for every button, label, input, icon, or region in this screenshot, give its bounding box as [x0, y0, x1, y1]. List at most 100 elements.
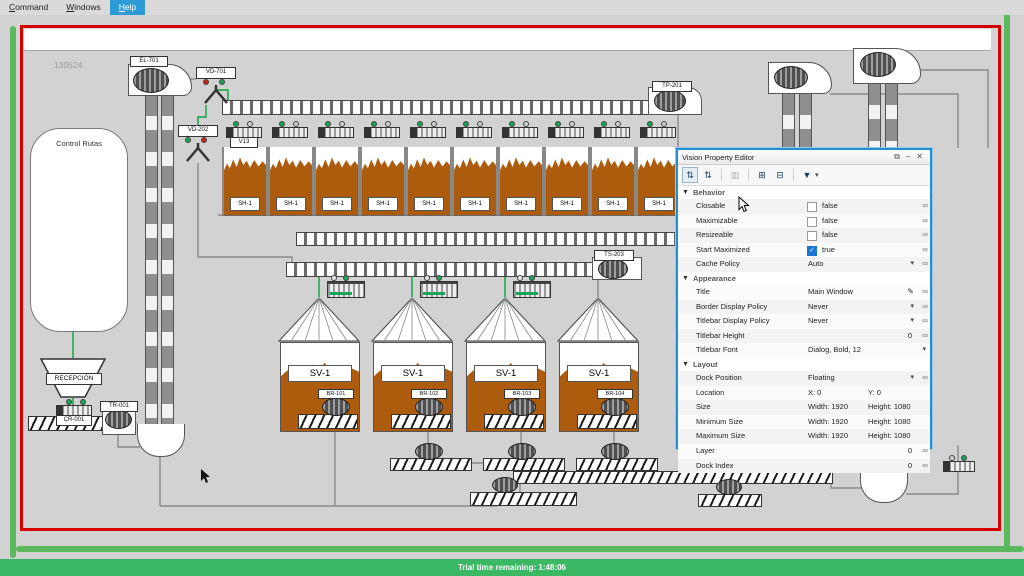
silo-discharge-motor[interactable] — [322, 398, 350, 416]
property-value-x[interactable]: X: 0 — [808, 387, 822, 397]
dropdown-caret-icon[interactable]: ▾ — [910, 373, 914, 381]
property-binding-link-icon[interactable]: ∞ — [922, 316, 928, 326]
property-binding-link-icon[interactable]: ∞ — [922, 330, 928, 340]
dropdown-caret-icon[interactable]: ▾ — [910, 317, 914, 325]
property-value[interactable]: Auto — [808, 259, 824, 269]
property-value-y[interactable]: Y: 0 — [868, 387, 881, 397]
property-binding-link-icon[interactable]: ∞ — [922, 301, 928, 311]
bin-feeder-gate[interactable] — [364, 127, 400, 138]
bin-feeder-gate[interactable] — [410, 127, 446, 138]
mid-conveyor-1[interactable] — [296, 232, 684, 246]
property-binding-link-icon[interactable]: ∞ — [922, 372, 928, 382]
top-conveyor[interactable] — [222, 100, 700, 115]
section-collapse-icon[interactable]: ▼ — [682, 274, 689, 282]
elevator-left-leg[interactable] — [161, 93, 174, 427]
control-rutas-panel[interactable]: Control Rutas — [30, 128, 128, 332]
property-value[interactable]: Floating — [808, 372, 835, 382]
sh-bin[interactable]: SH-1 — [268, 147, 314, 216]
property-checkbox[interactable] — [807, 231, 817, 242]
bin-feeder-gate[interactable] — [318, 127, 354, 138]
cascade-motor[interactable] — [601, 443, 629, 460]
property-binding-link-icon[interactable]: ∞ — [922, 201, 928, 210]
silo-discharge-motor[interactable] — [415, 398, 443, 416]
silo-motor-tag[interactable]: BR-103 — [504, 389, 540, 399]
property-value-y[interactable]: Height: 1080 — [868, 431, 911, 441]
close-icon[interactable]: ✕ — [916, 152, 923, 161]
lower-screw[interactable] — [470, 492, 577, 506]
menu-item-help[interactable]: Help — [109, 0, 146, 15]
property-binding-link-icon[interactable]: ∞ — [922, 259, 928, 269]
diverter-top-valve[interactable] — [201, 84, 231, 105]
top-conveyor-motor-tag[interactable]: TP-201 — [652, 81, 692, 92]
sh-bin[interactable]: SH-1 — [360, 147, 406, 216]
sort-alphabetical-icon[interactable]: ⇅ — [704, 169, 712, 180]
property-binding-link-icon[interactable]: ∞ — [922, 460, 928, 470]
table-view-icon[interactable]: ▥ — [730, 169, 740, 180]
property-value[interactable]: 0 — [907, 445, 912, 455]
bin-feeder-gate[interactable] — [456, 127, 492, 138]
diverter-mid-valve[interactable] — [183, 142, 213, 163]
elevator-right2-motor[interactable] — [860, 52, 896, 77]
cascade-screw[interactable] — [483, 458, 565, 471]
property-binding-link-icon[interactable]: ∞ — [922, 244, 928, 254]
sh-bin[interactable]: SH-1 — [406, 147, 452, 216]
section-header-layout[interactable]: ▼Layout — [678, 357, 930, 371]
top-conveyor-motor[interactable] — [654, 90, 686, 112]
silo-discharge-screw[interactable] — [298, 414, 358, 429]
lower-screw-motor[interactable] — [492, 477, 518, 493]
silo-feeder-gate[interactable] — [327, 281, 365, 298]
sh-bin[interactable]: SH-1 — [544, 147, 590, 216]
sh-bin[interactable]: SH-1 — [222, 147, 268, 216]
elevator-left-motor[interactable] — [133, 68, 169, 93]
bin-feeder-gate[interactable] — [272, 127, 308, 138]
edit-pencil-icon[interactable]: ✎ — [907, 286, 914, 296]
silo-feeder-gate[interactable] — [513, 281, 551, 298]
filter-icon[interactable]: ▼ — [802, 170, 812, 180]
intake-motor[interactable] — [105, 410, 132, 429]
sh-bin[interactable]: SH-1 — [314, 147, 360, 216]
section-header-behavior[interactable]: ▼Behavior — [678, 186, 930, 199]
elevator-right1-motor[interactable] — [774, 66, 808, 89]
sh-bin[interactable]: SH-1 — [452, 147, 498, 216]
diverter-mid-tag[interactable]: VD-202 — [178, 125, 218, 137]
property-value[interactable]: Never — [808, 301, 829, 311]
diverter-top-tag[interactable]: VD-701 — [196, 67, 236, 79]
property-value[interactable]: 0 — [907, 460, 912, 470]
property-value[interactable]: Main Window — [808, 286, 854, 296]
mid-conveyor-motor[interactable] — [598, 259, 628, 279]
cascade-motor[interactable] — [508, 443, 536, 460]
silo-discharge-screw[interactable] — [484, 414, 544, 429]
property-value[interactable]: Never — [808, 316, 829, 326]
section-collapse-icon[interactable]: ▼ — [682, 189, 689, 196]
property-value-x[interactable]: Width: 1920 — [808, 416, 849, 426]
intake-motor-tag[interactable]: TR-001 — [100, 401, 138, 412]
panel-titlebar[interactable]: Vision Property Editor ⧉–✕ — [678, 150, 930, 165]
property-binding-link-icon[interactable]: ∞ — [922, 445, 928, 455]
silo-feeder-gate[interactable] — [420, 281, 458, 298]
silo-tent-roof[interactable] — [277, 296, 361, 342]
filter-caret-icon[interactable]: ▾ — [815, 172, 819, 179]
silo-motor-tag[interactable]: BR-101 — [318, 389, 354, 399]
elevator-left-leg[interactable] — [145, 93, 158, 427]
mid-conveyor-motor-tag[interactable]: TS-203 — [594, 250, 634, 261]
right-feeder[interactable] — [943, 461, 975, 472]
property-value-x[interactable]: Width: 1920 — [808, 402, 849, 412]
sh-bin[interactable]: SH-1 — [498, 147, 544, 216]
silo-tent-roof[interactable] — [556, 296, 640, 342]
silo-tent-roof[interactable] — [463, 296, 547, 342]
elevator-left-boot[interactable] — [137, 424, 185, 457]
property-value-y[interactable]: Height: 1080 — [868, 402, 911, 412]
dropdown-caret-icon[interactable]: ▾ — [910, 260, 914, 268]
menu-item-windows[interactable]: Windows — [66, 2, 101, 12]
sort-categorized-icon[interactable]: ⇅ — [682, 167, 698, 183]
minimize-icon[interactable]: – — [905, 152, 911, 161]
silo-discharge-screw[interactable] — [577, 414, 637, 429]
property-binding-link-icon[interactable]: ∞ — [922, 230, 928, 240]
vision-property-editor-panel[interactable]: Vision Property Editor ⧉–✕ ⇅⇅▥⊞⊟▼▾ ▼Beha… — [676, 148, 932, 474]
silo-tent-roof[interactable] — [370, 296, 454, 342]
bin-feeder-gate[interactable] — [640, 127, 676, 138]
property-value[interactable]: 0 — [907, 330, 912, 340]
branch-screw[interactable] — [698, 494, 762, 507]
sh-bin[interactable]: SH-1 — [590, 147, 636, 216]
property-value[interactable]: Dialog, Bold, 12 — [808, 345, 861, 355]
